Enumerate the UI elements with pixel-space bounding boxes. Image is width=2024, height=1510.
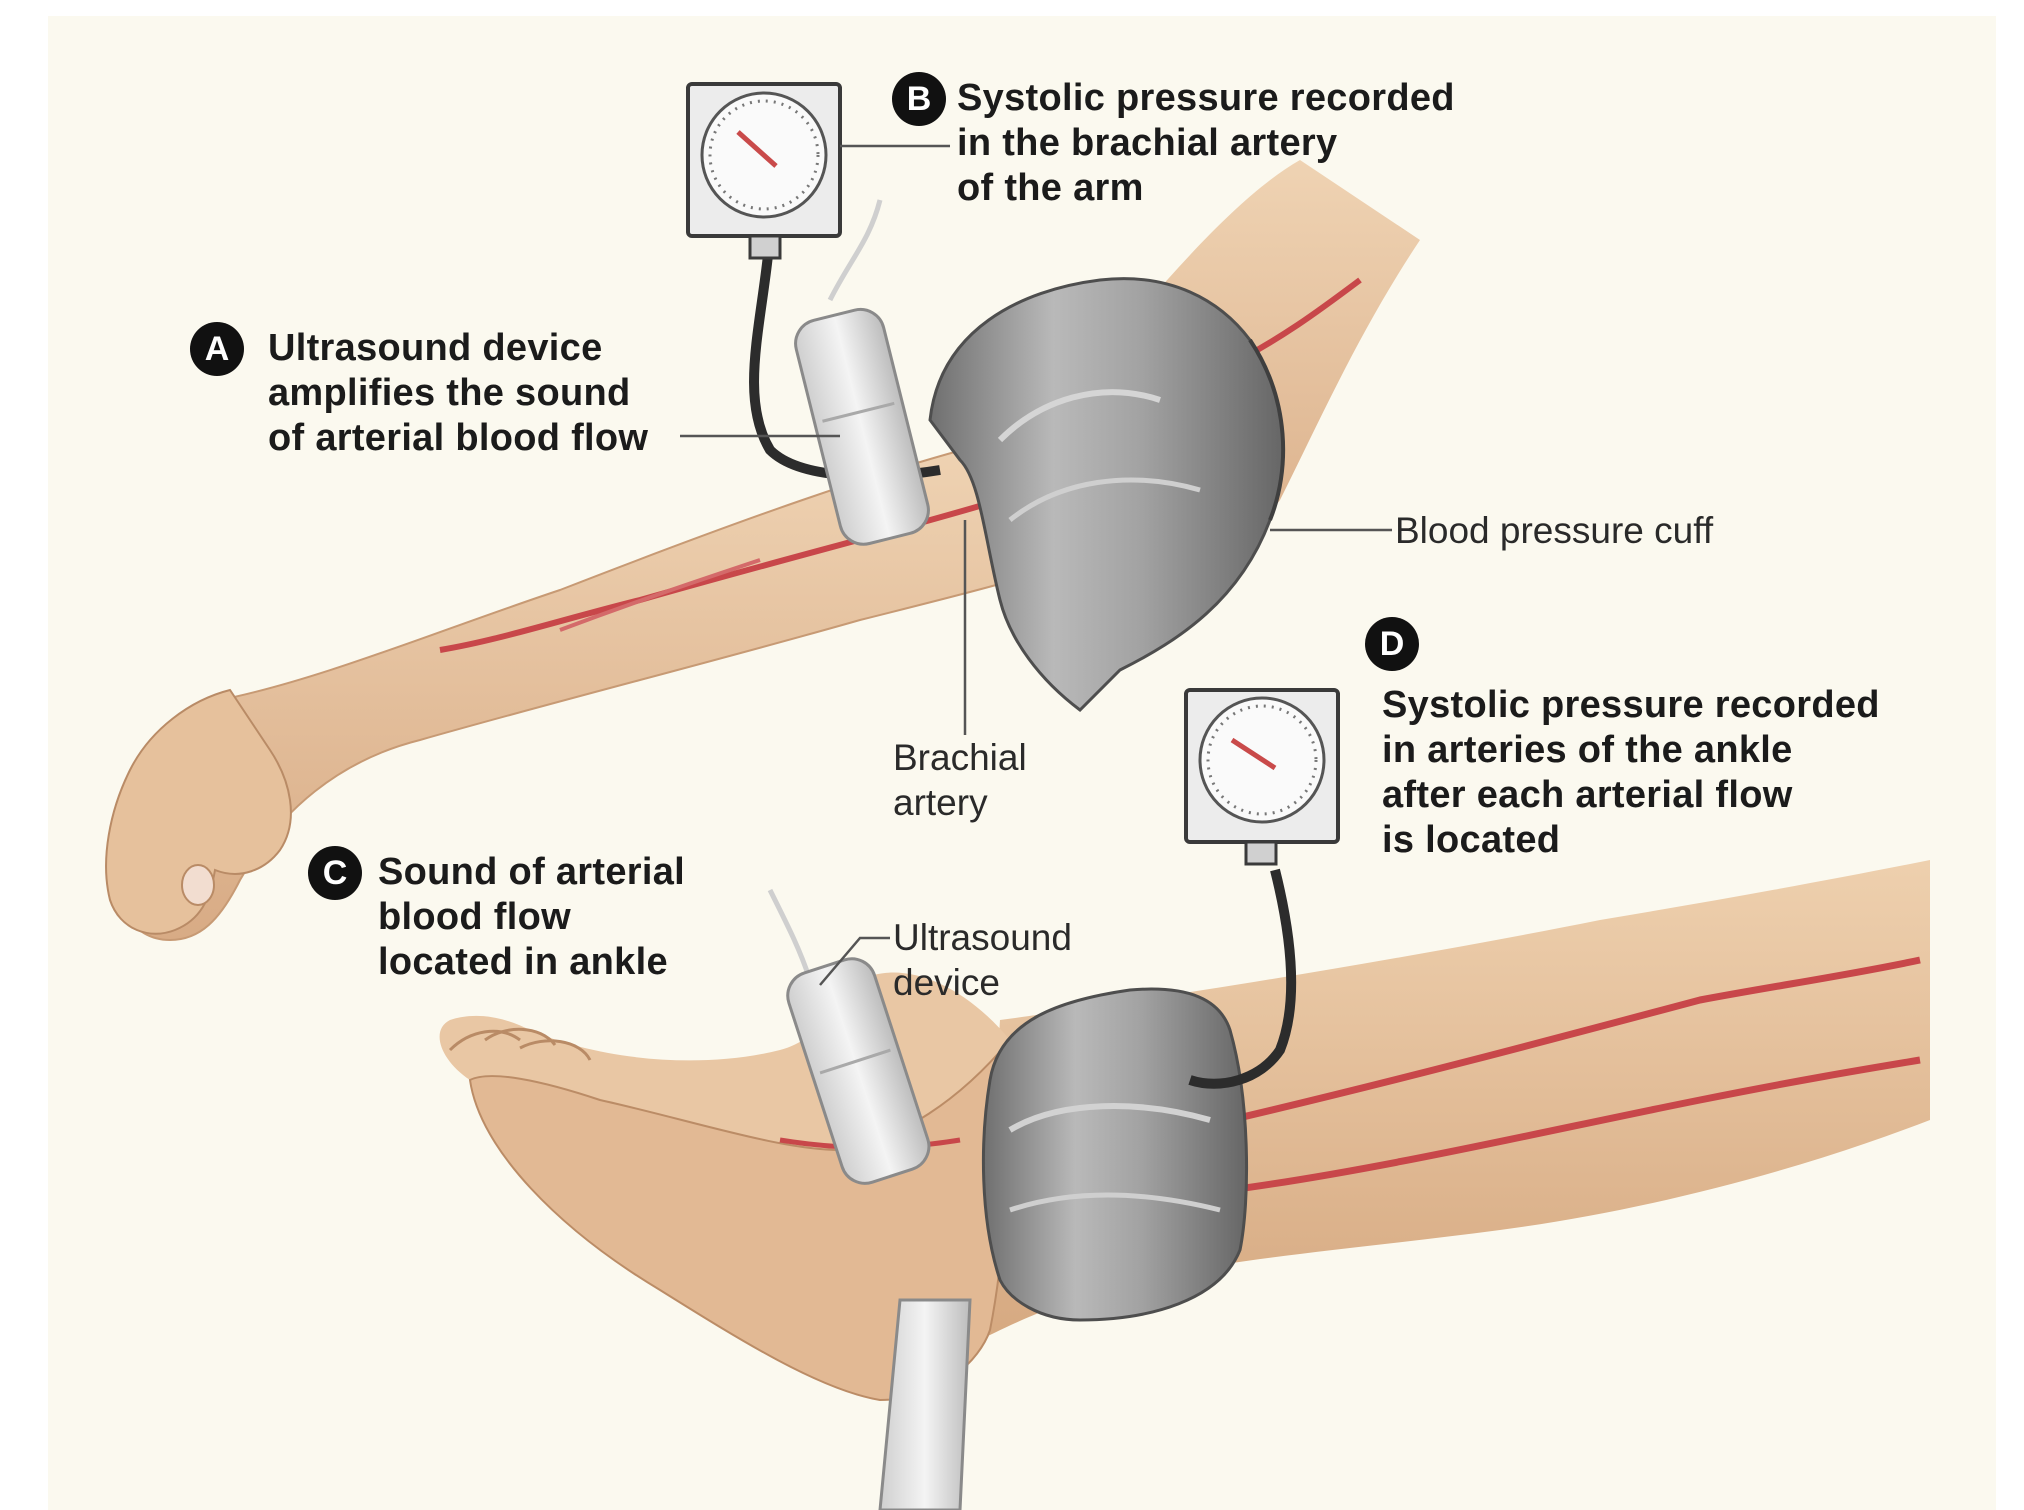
arm-ultrasound-probe <box>794 307 930 546</box>
callout-d-line-4: is located <box>1382 819 1561 861</box>
ankle-gauge-hose <box>1188 868 1297 1089</box>
arm-blood-pressure-cuff <box>928 277 1286 712</box>
ankle-ultrasound-probe <box>786 957 931 1185</box>
callout-b-line-3: of the arm <box>957 167 1144 209</box>
callout-a-line-2: amplifies the sound <box>268 372 631 414</box>
callout-d-line-1: Systolic pressure recorded <box>1382 684 1880 726</box>
arm-cuff-fold-2 <box>1008 477 1201 522</box>
arm-cuff-body <box>928 277 1285 712</box>
label-brachial-line-2: artery <box>893 782 988 823</box>
callout-b-text: Systolic pressure recorded in the brachi… <box>957 76 1455 211</box>
arm-probe-seam <box>822 401 895 423</box>
arm-probe-cable <box>827 199 883 302</box>
ankle-cuff-fold <box>1008 1103 1211 1133</box>
callout-c-line-3: located in ankle <box>378 941 668 983</box>
arm-gauge-needle <box>736 130 778 168</box>
second-probe-body <box>878 1298 972 1510</box>
callout-a-text: Ultrasound device amplifies the sound of… <box>268 326 648 461</box>
leg-artery-bottom <box>1229 1056 1921 1194</box>
ankle-gauge-scale <box>1206 704 1318 816</box>
callout-a-line-3: of arterial blood flow <box>268 417 649 459</box>
label-ultrasound-line-1: Ultrasound <box>893 917 1072 958</box>
callout-b-line-2: in the brachial artery <box>957 122 1338 164</box>
ankle-gauge-stem <box>1244 840 1278 866</box>
label-brachial-artery: Brachial artery <box>893 735 1027 825</box>
callout-c-text: Sound of arterial blood flow located in … <box>378 850 685 985</box>
arm-cuff-fold <box>997 389 1161 443</box>
arm-cuff-edge <box>1248 338 1286 521</box>
label-ultrasound-device: Ultrasound device <box>893 915 1072 1005</box>
callout-d-text: Systolic pressure recorded in arteries o… <box>1382 683 1880 863</box>
arm-artery-branch <box>559 558 761 632</box>
label-ultrasound-line-2: device <box>893 962 1000 1003</box>
callout-d-line-2: in arteries of the ankle <box>1382 729 1793 771</box>
callout-c-line-1: Sound of arterial <box>378 851 686 893</box>
ankle-cuff-fold-2 <box>1009 1192 1221 1213</box>
arm-gauge-scale <box>708 99 820 211</box>
ankle-cuff-body <box>981 987 1249 1322</box>
callout-d-line-3: after each arterial flow <box>1382 774 1793 816</box>
ankle-second-probe <box>878 1298 972 1510</box>
hand-shape <box>105 688 292 935</box>
leader-ultrasound <box>819 936 890 986</box>
thumbnail-shape <box>181 864 215 906</box>
callout-c-line-2: blood flow <box>378 896 571 938</box>
callout-b-line-1: Systolic pressure recorded <box>957 77 1455 119</box>
leader-lines <box>680 144 1392 986</box>
ankle-gauge-needle <box>1230 737 1277 771</box>
toes-shape <box>448 1027 592 1061</box>
badge-d: D <box>1365 617 1419 671</box>
badge-b: B <box>892 72 946 126</box>
forearm-shape <box>116 438 1082 942</box>
badge-a: A <box>190 322 244 376</box>
callout-a-line-1: Ultrasound device <box>268 327 603 369</box>
label-brachial-line-1: Brachial <box>893 737 1027 778</box>
ankle-probe-body <box>786 957 931 1185</box>
label-blood-pressure-cuff: Blood pressure cuff <box>1395 510 1714 551</box>
arm-probe-body <box>794 307 930 546</box>
ankle-blood-pressure-cuff <box>981 987 1249 1322</box>
badge-c: C <box>308 846 362 900</box>
leg-artery-top <box>1229 956 1921 1124</box>
arm-gauge-stem <box>748 234 782 260</box>
arm-gauge <box>686 82 842 260</box>
ankle-gauge <box>1184 688 1340 866</box>
ankle-probe-cable <box>767 888 813 981</box>
ankle-probe-seam <box>819 1048 891 1075</box>
